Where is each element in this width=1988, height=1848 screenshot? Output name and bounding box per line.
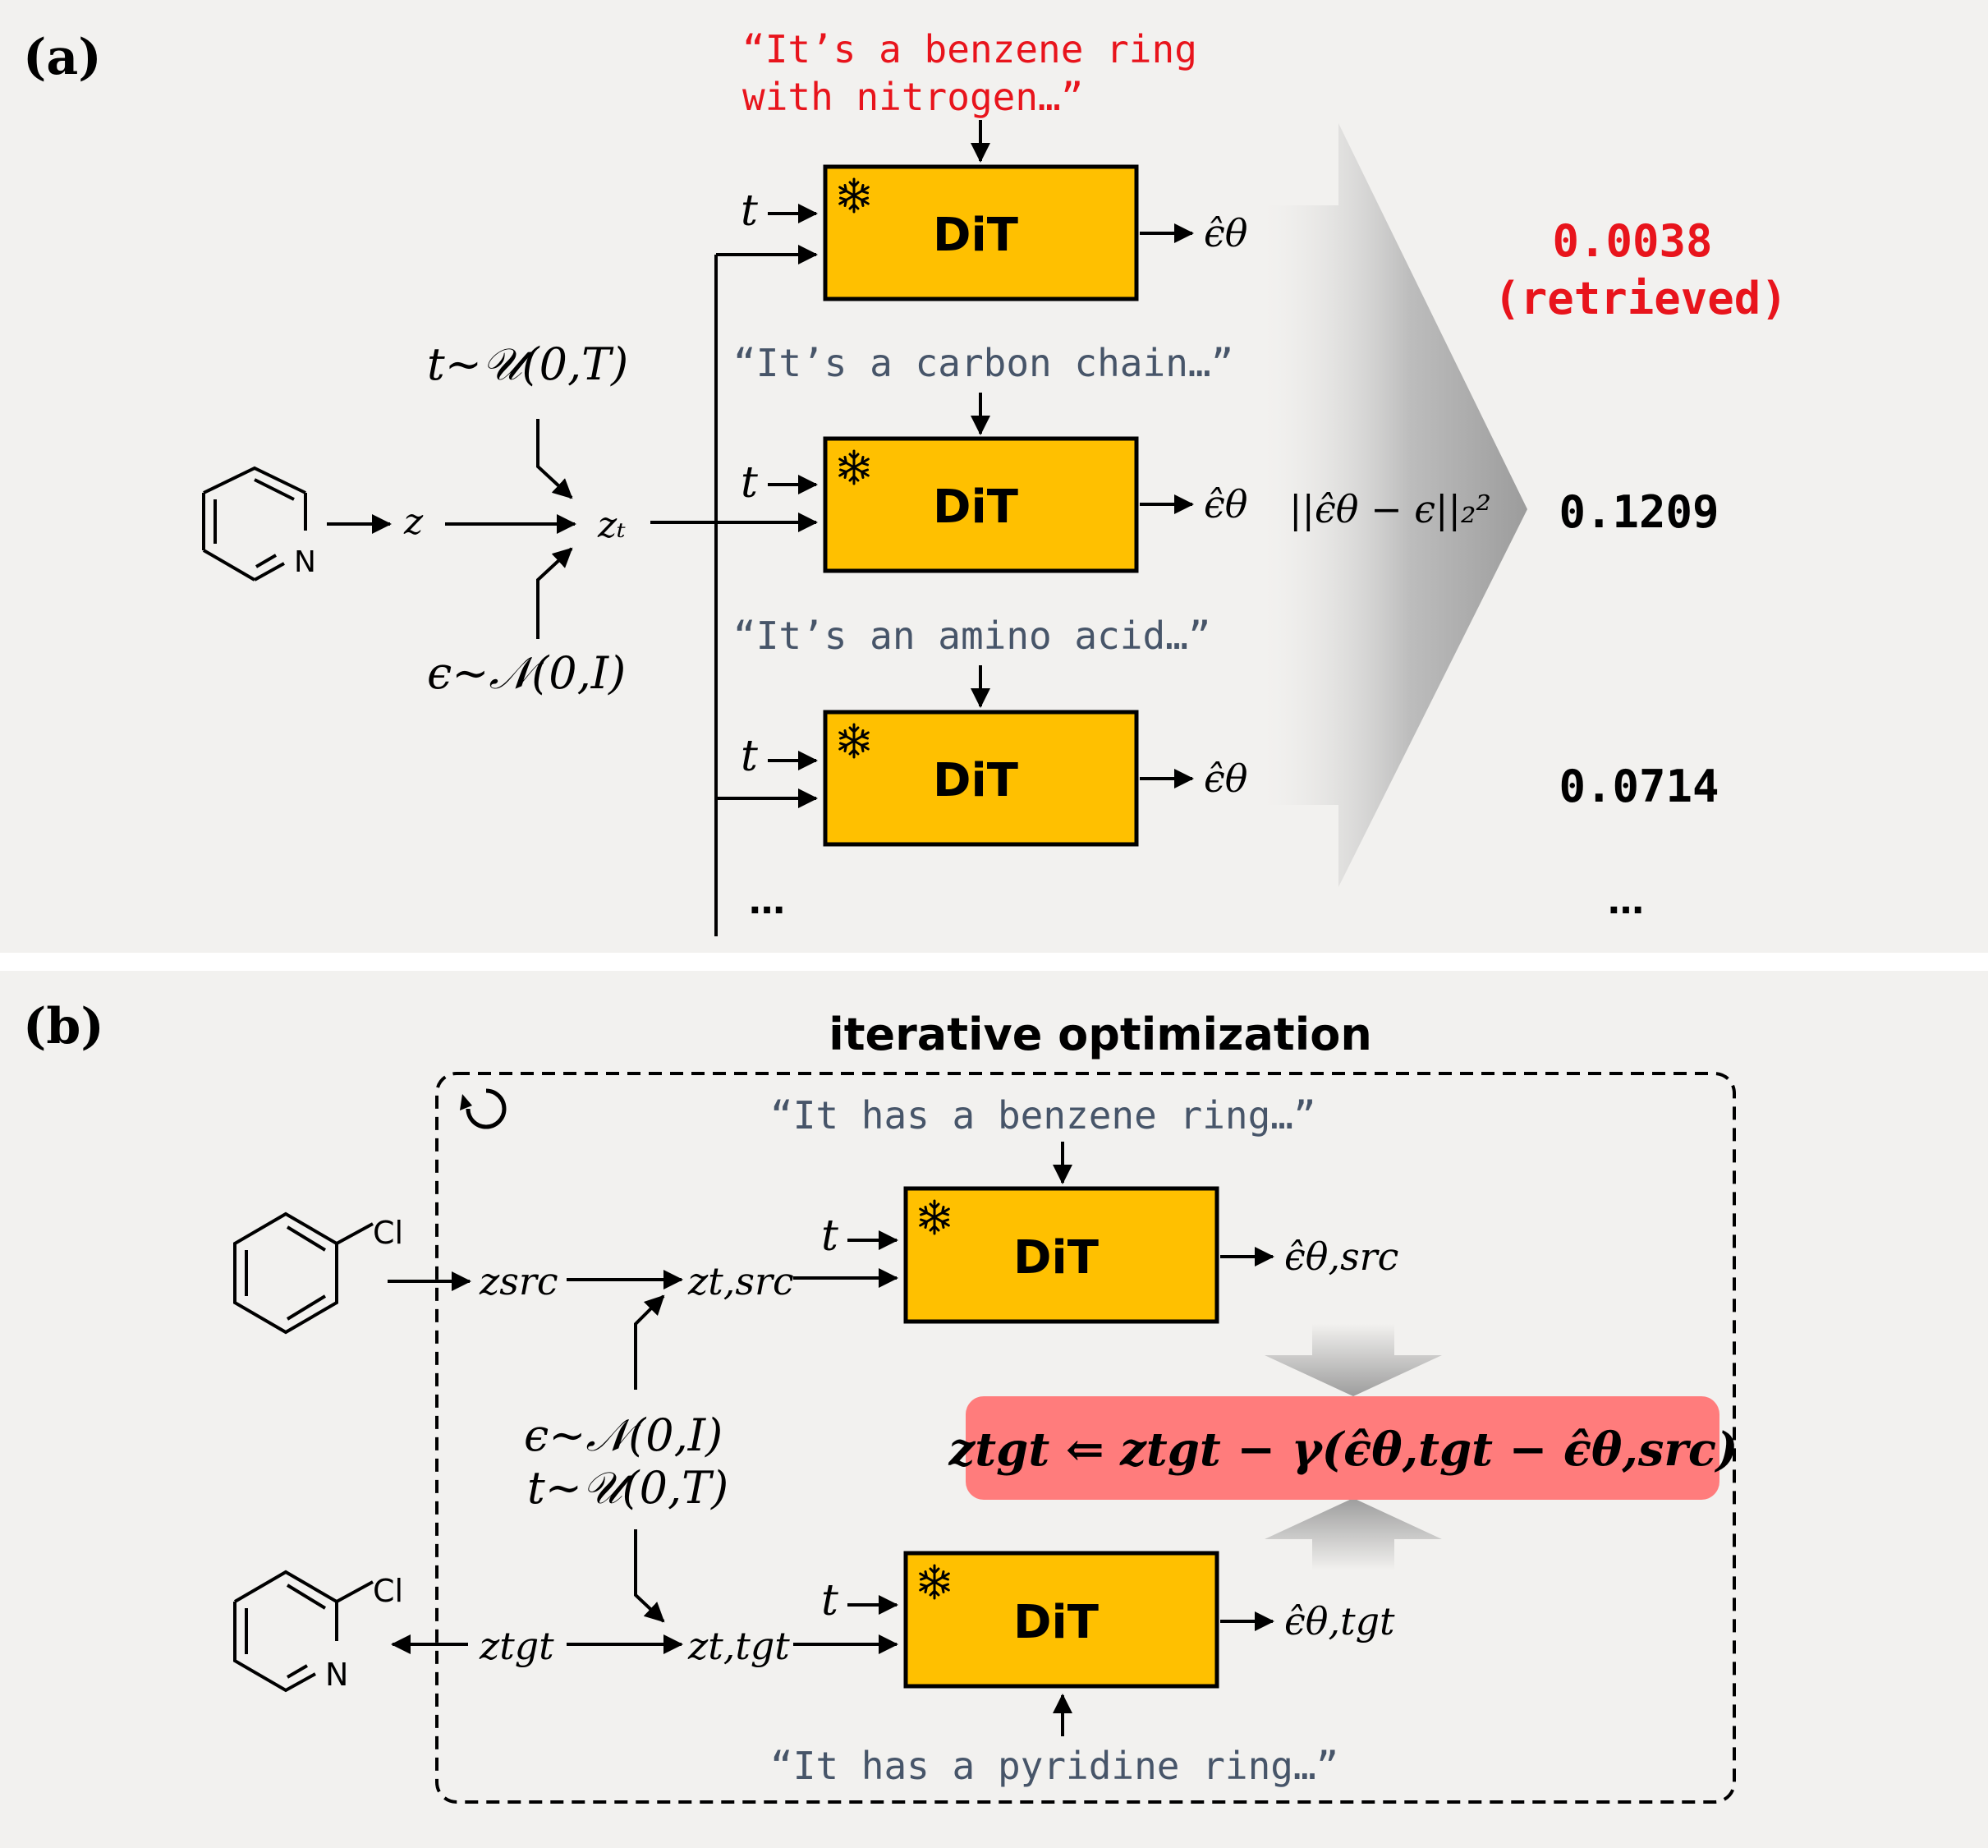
- t-input-mid: t: [741, 458, 758, 508]
- z-t-tgt-label: zt,tgt: [687, 1624, 790, 1668]
- dit-block-top: DiT: [823, 164, 1139, 301]
- t-input-bot: t: [741, 732, 758, 781]
- tgt-atom-cl: Cl: [373, 1573, 403, 1609]
- t-sample-label: t∼𝒰(0,T): [427, 338, 628, 390]
- dit-block-tgt: DiT: [903, 1551, 1219, 1689]
- z-tgt-label: ztgt: [479, 1624, 554, 1668]
- zt-label: zₜ: [597, 504, 626, 546]
- arrow-sample-to-ztsrc: [634, 1294, 665, 1390]
- panel-b-label: (b): [23, 998, 104, 1055]
- dit-label: DiT: [933, 209, 1018, 262]
- update-rule-box: [966, 1396, 1719, 1500]
- optimization-loop-frame: [435, 1072, 1736, 1804]
- output-tgt: ϵ̂θ,tgt: [1284, 1599, 1395, 1643]
- loss-funnel: [1265, 123, 1527, 887]
- output-src: ϵ̂θ,src: [1284, 1234, 1398, 1279]
- t-sample-b: t∼𝒰(0,T): [527, 1462, 728, 1514]
- z-t-src-label: zt,src: [687, 1259, 794, 1303]
- tgt-atom-n: N: [325, 1657, 348, 1693]
- eps-sample-b: ϵ∼𝒩(0,I): [524, 1409, 723, 1461]
- z-src-label: zsrc: [479, 1259, 558, 1303]
- score-bot: 0.0714: [1559, 761, 1719, 812]
- caption-bot: “It’s an amino acid…”: [733, 614, 1211, 658]
- pyridine-molecule: [202, 466, 307, 582]
- grad-arrow-down: [1265, 1324, 1442, 1396]
- chlorobenzene-molecule: [233, 1211, 374, 1335]
- panel-a-label: (a): [23, 29, 102, 86]
- retrieved-note: (retrieved): [1494, 273, 1788, 324]
- z-label: z: [403, 501, 424, 543]
- bus-ellipsis: …: [749, 880, 785, 922]
- dit-block-bot: DiT: [823, 710, 1139, 847]
- arrow-t-to-zt: [536, 419, 573, 499]
- arrow-eps-to-zt: [536, 547, 573, 639]
- dit-block-mid: DiT: [823, 436, 1139, 573]
- loss-label: ||ϵ̂θ − ϵ||₂²: [1289, 487, 1491, 531]
- update-rule: ztgt ⇐ ztgt − γ(ϵ̂θ,tgt − ϵ̂θ,src): [948, 1423, 1738, 1477]
- score-top: 0.0038: [1552, 215, 1712, 267]
- caption-src: “It has a benzene ring…”: [770, 1093, 1316, 1138]
- loop-arrow-icon: [460, 1088, 507, 1129]
- dit-label: DiT: [933, 754, 1018, 807]
- src-atom-cl: Cl: [373, 1215, 403, 1251]
- caption-mid: “It’s a carbon chain…”: [733, 341, 1233, 385]
- output-bot: ϵ̂θ: [1204, 756, 1247, 801]
- panel-b-title: iterative optimization: [829, 1009, 1372, 1060]
- eps-sample-label: ϵ∼𝒩(0,I): [427, 647, 626, 699]
- dit-block-src: DiT: [903, 1186, 1219, 1324]
- t-input-src: t: [821, 1211, 838, 1261]
- dit-label: DiT: [1013, 1231, 1099, 1285]
- caption-tgt: “It has a pyridine ring…”: [770, 1744, 1338, 1788]
- pyridine-atom-label: N: [294, 545, 316, 579]
- chloropyridine-molecule: [233, 1570, 374, 1693]
- dit-label: DiT: [933, 480, 1018, 534]
- output-top: ϵ̂θ: [1204, 211, 1247, 255]
- output-mid: ϵ̂θ: [1204, 482, 1247, 526]
- score-mid: 0.1209: [1559, 486, 1719, 538]
- t-input-tgt: t: [821, 1576, 838, 1625]
- arrow-sample-to-zttgt: [634, 1529, 665, 1623]
- t-input-top: t: [741, 186, 758, 236]
- grad-arrow-up: [1265, 1498, 1442, 1570]
- dit-label: DiT: [1013, 1596, 1099, 1649]
- score-ellipsis: …: [1608, 880, 1644, 922]
- caption-top: “It’s a benzene ring with nitrogen…”: [742, 27, 1220, 119]
